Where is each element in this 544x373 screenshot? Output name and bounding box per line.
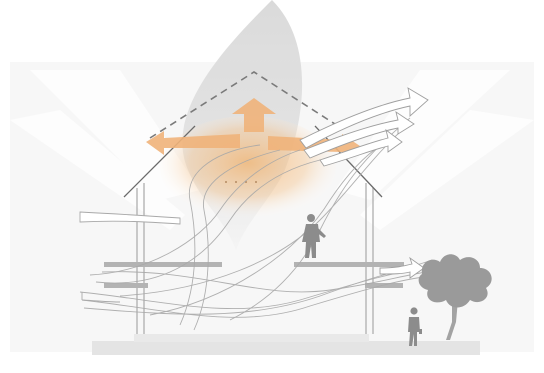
ground-strip (92, 341, 480, 355)
ground-base (134, 334, 369, 342)
